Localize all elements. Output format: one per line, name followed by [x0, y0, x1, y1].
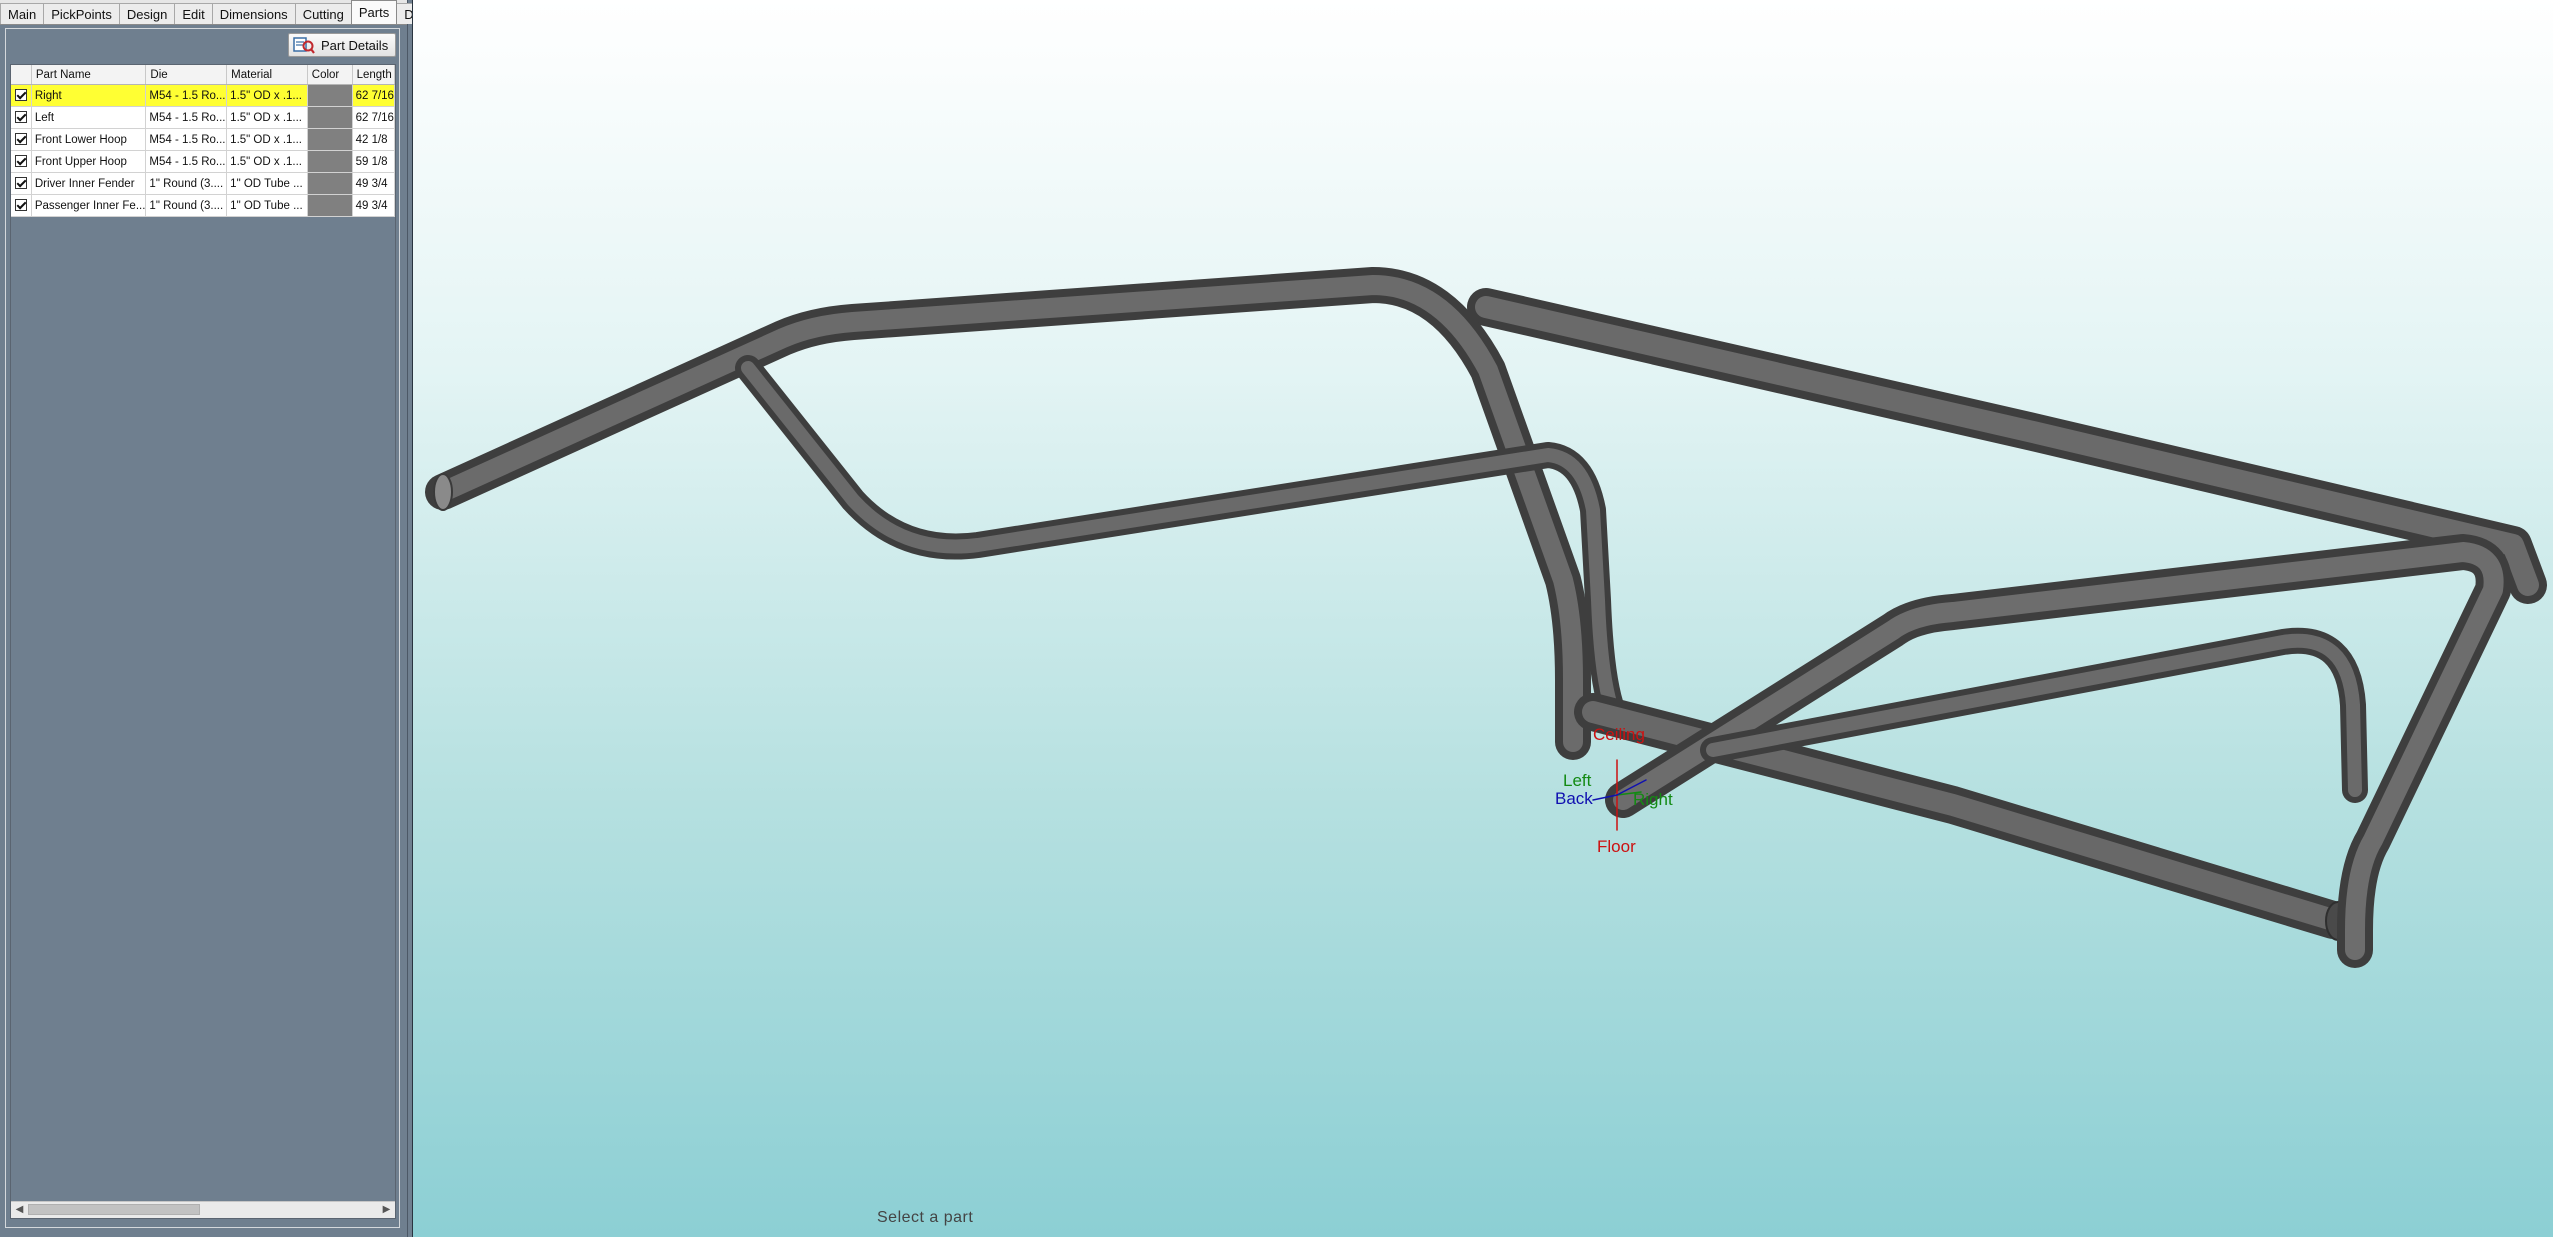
scrollbar-thumb[interactable]: [28, 1204, 200, 1215]
column-header-die[interactable]: Die: [145, 65, 228, 85]
right-label: Right: [1633, 790, 1673, 809]
column-header-part-name[interactable]: Part Name: [31, 65, 147, 85]
part-driver-inner-fender[interactable]: [735, 355, 1626, 725]
tab-pickpoints[interactable]: PickPoints: [43, 3, 120, 24]
row-checkbox-cell[interactable]: [11, 106, 32, 129]
length-cell: 49 3/4: [352, 194, 396, 217]
part-passenger-inner-fender[interactable]: [1700, 627, 2368, 803]
material-cell: 1.5" OD x .1...: [226, 106, 308, 129]
tab-cutting[interactable]: Cutting: [294, 3, 352, 24]
tab-parts[interactable]: Parts: [350, 0, 398, 24]
back-label: Back: [1555, 789, 1593, 808]
material-cell: 1.5" OD x .1...: [226, 128, 308, 151]
length-cell: 49 3/4: [352, 172, 396, 195]
die-cell: 1" Round (3....: [145, 172, 228, 195]
visibility-checkbox[interactable]: [14, 111, 27, 124]
part-name-cell: Front Lower Hoop: [31, 128, 147, 151]
visibility-checkbox[interactable]: [14, 155, 27, 168]
orientation-triad: [1592, 759, 1647, 831]
tab-design[interactable]: Design: [118, 3, 176, 24]
part-front-upper-hoop[interactable]: [1605, 534, 2512, 968]
part-color-swatch[interactable]: [307, 150, 353, 173]
visibility-checkbox[interactable]: [14, 177, 27, 190]
visibility-checkbox[interactable]: [14, 89, 27, 102]
row-checkbox-cell[interactable]: [11, 150, 32, 173]
column-header-color[interactable]: Color: [307, 65, 353, 85]
part-color-swatch[interactable]: [307, 106, 353, 129]
visibility-checkbox[interactable]: [14, 133, 27, 146]
row-checkbox-cell[interactable]: [11, 194, 32, 217]
material-cell: 1" OD Tube ...: [226, 194, 308, 217]
part-color-swatch[interactable]: [307, 172, 353, 195]
scroll-right-icon[interactable]: ▶: [382, 1204, 391, 1215]
part-color-swatch[interactable]: [307, 194, 353, 217]
3d-viewport[interactable]: Ceiling Left Back Right Floor Select a p…: [412, 0, 2553, 1237]
part-right-tube[interactable]: [425, 267, 1591, 760]
die-cell: M54 - 1.5 Ro...: [145, 84, 228, 107]
column-header-length[interactable]: Length: [352, 65, 396, 85]
part-name-cell: Driver Inner Fender: [31, 172, 147, 195]
left-label: Left: [1563, 771, 1592, 790]
die-cell: 1" Round (3....: [145, 194, 228, 217]
part-name-cell: Passenger Inner Fe...: [31, 194, 147, 217]
length-cell: 59 1/8: [352, 150, 396, 173]
material-cell: 1.5" OD x .1...: [226, 150, 308, 173]
part-details-icon: [293, 37, 315, 54]
horizontal-scrollbar[interactable]: ◀ ▶: [11, 1201, 395, 1218]
scroll-left-icon[interactable]: ◀: [15, 1204, 24, 1215]
table-row[interactable]: Passenger Inner Fe...1" Round (3....1" O…: [11, 194, 396, 217]
length-cell: 62 7/16: [352, 84, 396, 107]
row-checkbox-cell[interactable]: [11, 172, 32, 195]
part-details-label: Part Details: [321, 37, 389, 53]
part-name-cell: Right: [31, 84, 147, 107]
tab-main[interactable]: Main: [0, 3, 45, 24]
length-cell: 42 1/8: [352, 128, 396, 151]
part-details-button[interactable]: Part Details: [288, 33, 396, 57]
part-name-cell: Front Upper Hoop: [31, 150, 147, 173]
part-left-tube[interactable]: [1467, 288, 2547, 604]
part-color-swatch[interactable]: [307, 128, 353, 151]
tube-assembly-model[interactable]: [413, 0, 2553, 1237]
die-cell: M54 - 1.5 Ro...: [145, 106, 228, 129]
row-checkbox-cell[interactable]: [11, 128, 32, 151]
tab-dimensions[interactable]: Dimensions: [211, 3, 296, 24]
column-header-check[interactable]: [11, 65, 32, 85]
visibility-checkbox[interactable]: [14, 199, 27, 212]
length-cell: 62 7/16: [352, 106, 396, 129]
part-color-swatch[interactable]: [307, 84, 353, 107]
material-cell: 1.5" OD x .1...: [226, 84, 308, 107]
row-checkbox-cell[interactable]: [11, 84, 32, 107]
material-cell: 1" OD Tube ...: [226, 172, 308, 195]
column-header-material[interactable]: Material: [226, 65, 308, 85]
tab-edit[interactable]: Edit: [174, 3, 213, 24]
floor-label: Floor: [1597, 837, 1636, 856]
status-text: Select a part: [877, 1209, 974, 1226]
part-name-cell: Left: [31, 106, 147, 129]
ceiling-label: Ceiling: [1593, 725, 1645, 744]
die-cell: M54 - 1.5 Ro...: [145, 150, 228, 173]
die-cell: M54 - 1.5 Ro...: [145, 128, 228, 151]
